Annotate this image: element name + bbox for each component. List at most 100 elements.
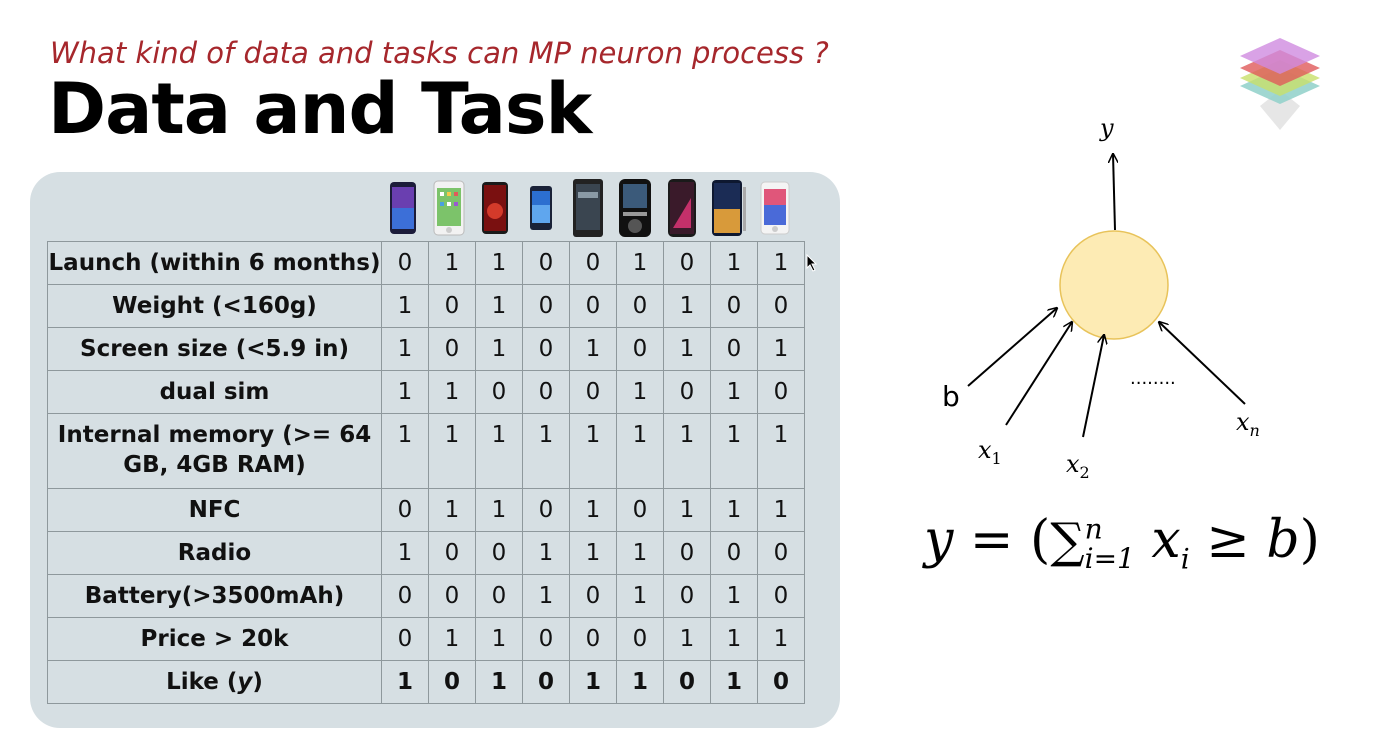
table-row: NFC 0 1 1 0 1 0 1 1 1 [47,488,805,532]
cell: 1 [569,660,617,704]
cell: 0 [710,284,758,328]
cell: 0 [757,284,805,328]
cell: 0 [428,660,476,704]
table-row: Screen size (<5.9 in) 1 0 1 0 1 0 1 0 1 [47,327,805,371]
row-label: Launch (within 6 months) [47,241,382,285]
cell: 0 [569,370,617,414]
cell: 1 [710,241,758,285]
cell: 0 [710,327,758,371]
cell: 1 [522,574,570,618]
table-row: Launch (within 6 months) 0 1 1 0 0 1 0 1… [47,241,805,285]
phone-2-icon [426,177,472,239]
cell: 0 [522,488,570,532]
cell: 0 [757,370,805,414]
cell: 1 [569,488,617,532]
cell: 1 [569,531,617,575]
cell: 0 [616,327,664,371]
cell: 0 [381,241,429,285]
cell: 1 [757,241,805,285]
cell: 1 [475,327,523,371]
table-row: Battery(>3500mAh) 0 0 0 1 0 1 0 1 0 [47,574,805,618]
row-label: Internal memory (>= 64 GB, 4GB RAM) [47,413,382,489]
cell: 1 [381,531,429,575]
cell: 1 [710,370,758,414]
cell: 1 [710,574,758,618]
cell: 1 [428,370,476,414]
cell: 0 [522,370,570,414]
cell: 1 [569,413,617,489]
cell: 1 [428,488,476,532]
cell: 0 [710,531,758,575]
cell: 0 [616,284,664,328]
cell: 1 [616,531,664,575]
phone-4-icon [518,177,564,239]
cell: 0 [757,531,805,575]
cell: 0 [428,531,476,575]
phone-5-icon [564,177,612,239]
cell: 1 [569,327,617,371]
cell: 0 [475,574,523,618]
output-arrow [1113,154,1115,231]
phone-6-icon [612,177,658,239]
mp-neuron-formula: y = (∑ni=1 xi ≥ b) [924,510,1320,576]
cell: 1 [381,327,429,371]
cell: 0 [428,327,476,371]
cell: 1 [663,413,711,489]
cell: 1 [710,413,758,489]
cell: 1 [475,660,523,704]
cell: 1 [663,327,711,371]
row-label: dual sim [47,370,382,414]
cell: 1 [522,413,570,489]
cell: 0 [616,617,664,661]
phone-7-icon [658,177,706,239]
cell: 0 [381,488,429,532]
cell: 0 [522,327,570,371]
cell: 1 [616,660,664,704]
cell: 1 [381,413,429,489]
cell: 1 [710,488,758,532]
cell: 1 [381,370,429,414]
cell: 0 [569,574,617,618]
cell: 0 [757,574,805,618]
mp-neuron-diagram: y b x1 x2 xn ........ [942,114,1260,482]
x1-label: x1 [978,436,1002,468]
cell: 1 [663,617,711,661]
cell: 0 [475,531,523,575]
row-label: Screen size (<5.9 in) [47,327,382,371]
cell: 1 [475,284,523,328]
mouse-cursor-icon [806,254,818,272]
ellipsis-dots: ........ [1130,368,1176,389]
bias-label: b [942,380,960,413]
cell: 1 [757,488,805,532]
xn-label: xn [1236,408,1260,440]
cell: 1 [616,574,664,618]
row-label: Weight (<160g) [47,284,382,328]
feature-table: Launch (within 6 months) 0 1 1 0 0 1 0 1… [47,241,805,704]
cell: 1 [475,413,523,489]
row-label: Price > 20k [47,617,382,661]
cell: 1 [663,284,711,328]
phone-images-row [380,177,805,239]
cell: 0 [569,617,617,661]
layers-logo-icon [1240,38,1320,130]
cell: 0 [381,617,429,661]
cell: 1 [522,531,570,575]
slide-subtitle: What kind of data and tasks can MP neuro… [50,36,829,70]
cell: 1 [475,488,523,532]
cell: 1 [475,241,523,285]
cell: 1 [428,413,476,489]
cell: 1 [381,660,429,704]
cell: 0 [616,488,664,532]
row-label: Like (y) [47,660,382,704]
phone-3-icon [472,177,518,239]
x1-arrow [1005,322,1072,426]
xn-arrow [1159,322,1246,405]
cell: 1 [381,284,429,328]
table-row: Radio 1 0 0 1 1 1 0 0 0 [47,531,805,575]
table-row: dual sim 1 1 0 0 0 1 0 1 0 [47,370,805,414]
cell: 1 [757,617,805,661]
cell: 0 [757,660,805,704]
cell: 0 [522,284,570,328]
cell: 0 [569,241,617,285]
cell: 0 [381,574,429,618]
